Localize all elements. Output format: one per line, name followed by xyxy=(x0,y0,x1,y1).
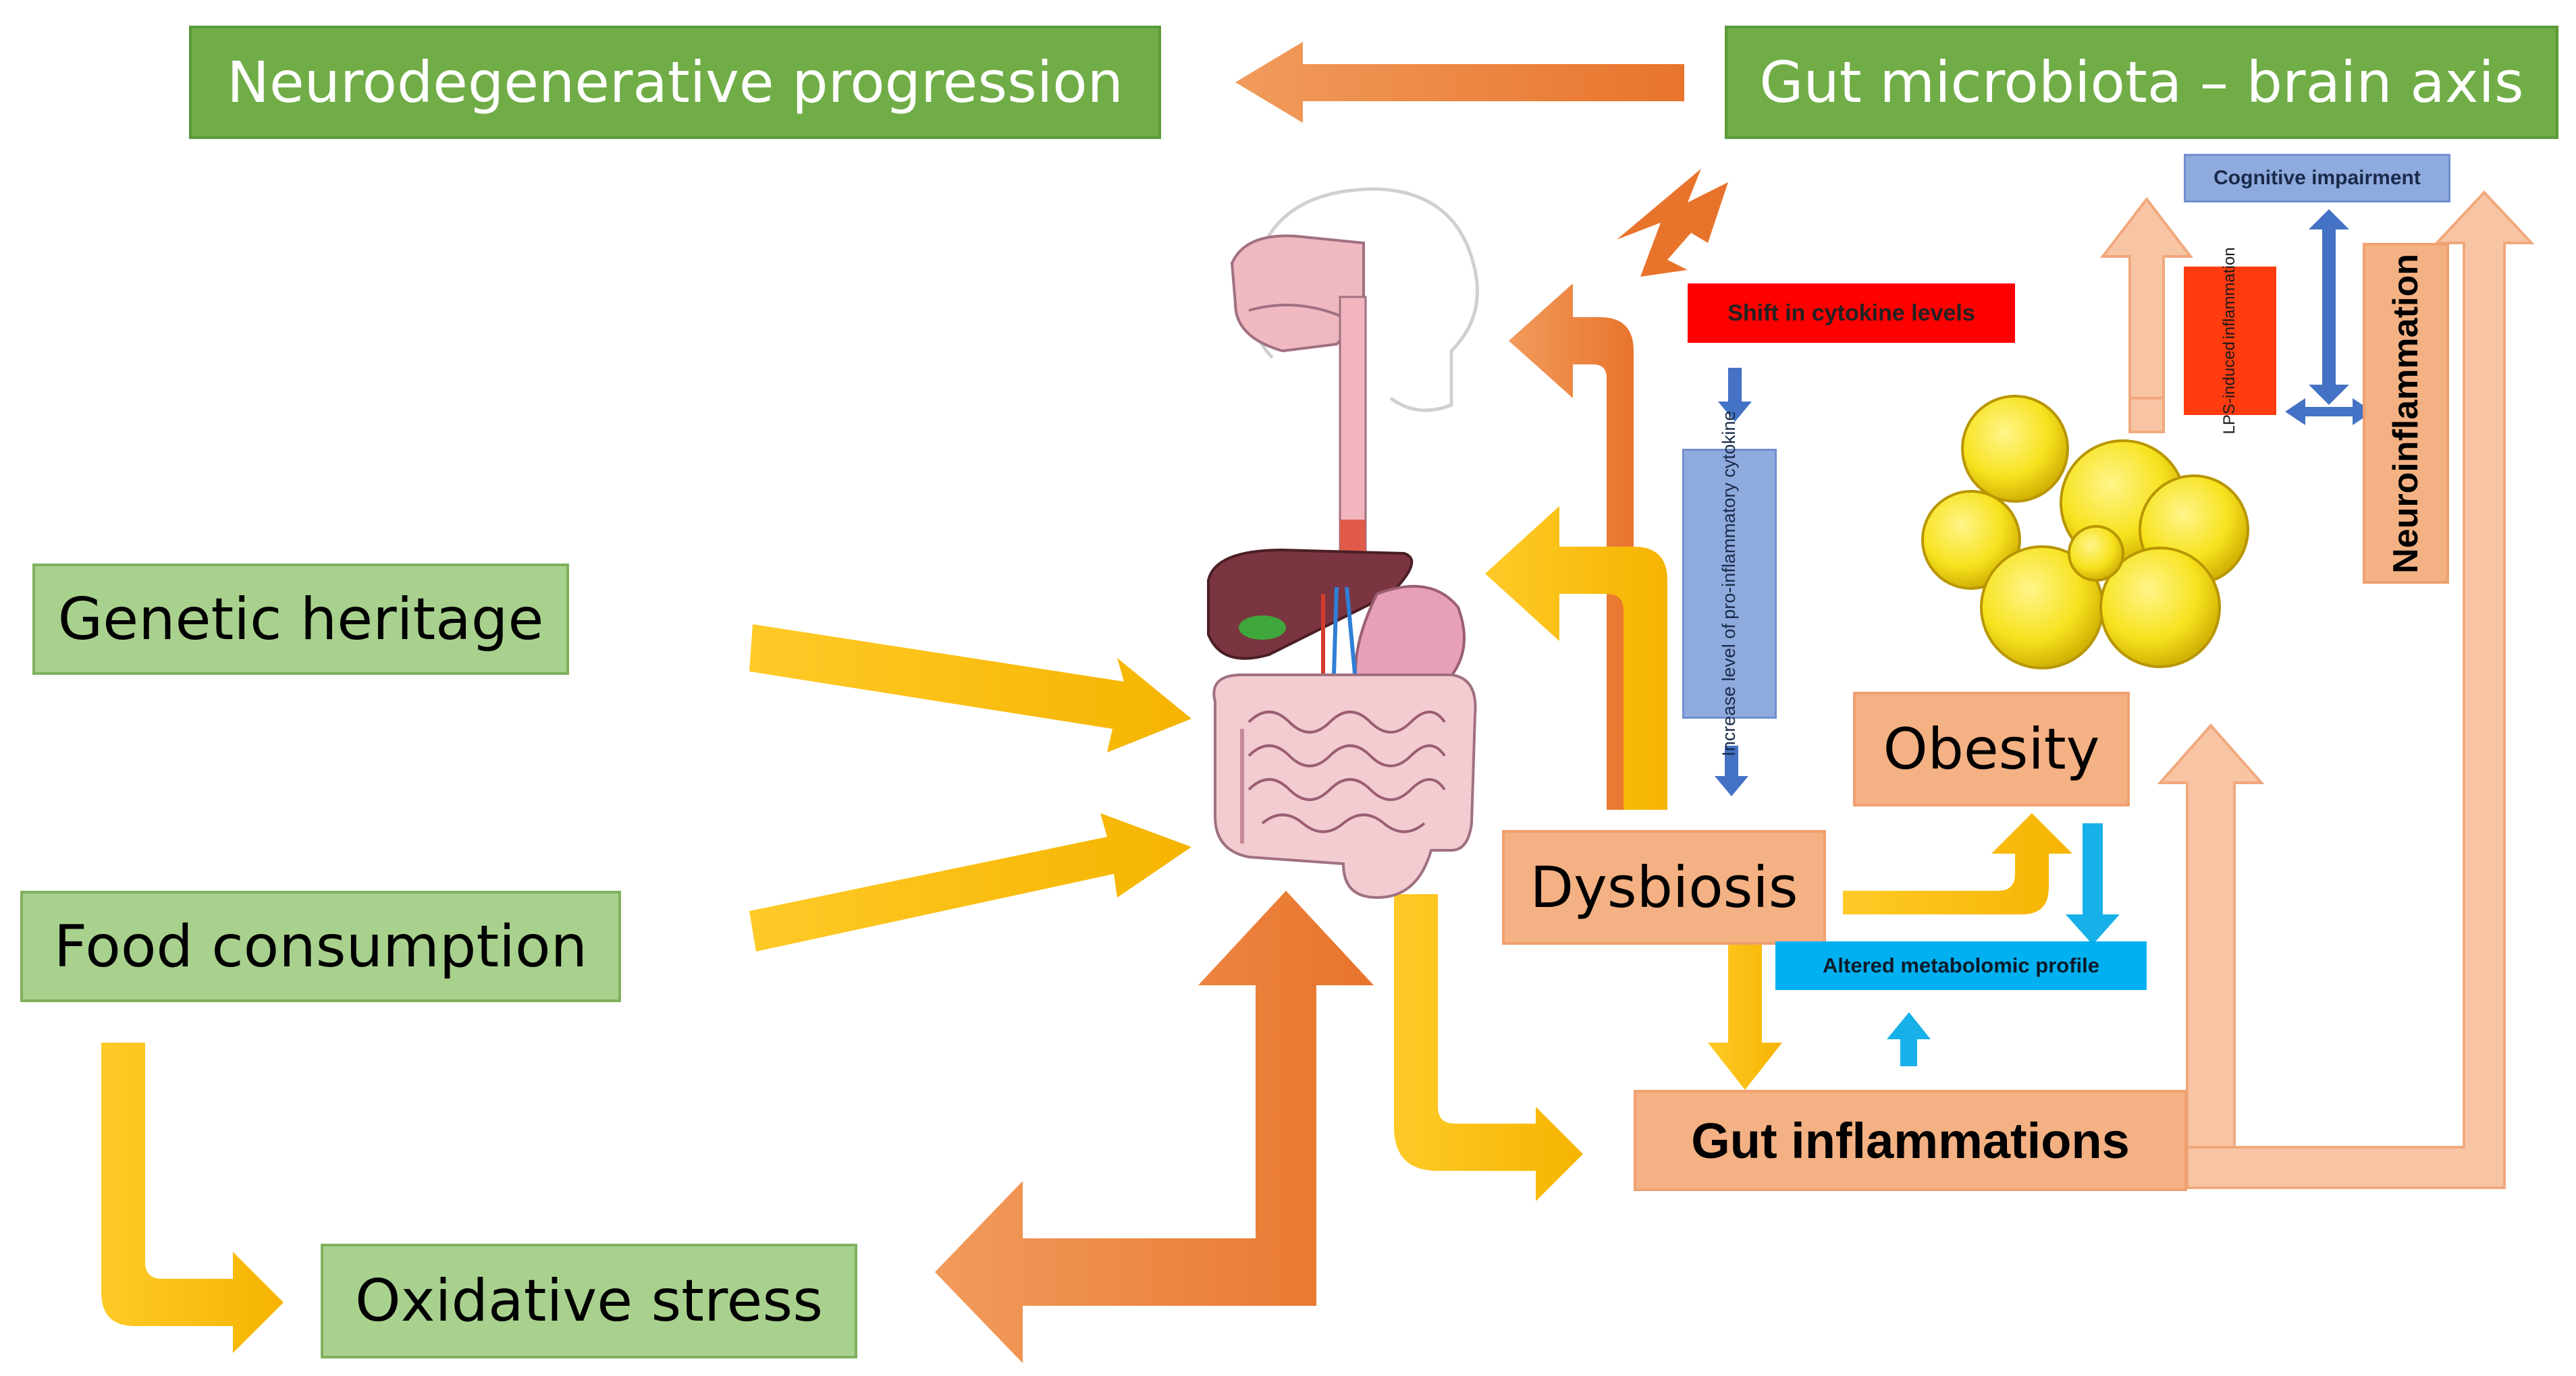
arrow-oxidative-to-gut xyxy=(935,891,1374,1363)
cytokine-arrows xyxy=(1715,368,1752,796)
lps-double-arrows xyxy=(2285,209,2373,425)
box-gut-microbiota-brain-axis: Gut microbiota – brain axis xyxy=(1725,26,2558,139)
arrow-head-to-axis xyxy=(1617,169,1728,277)
metabolomic-arrows xyxy=(1887,823,2120,1066)
increase-cytokine-line2: pro-inflammatory cytokine xyxy=(1719,411,1740,620)
box-genetic-heritage: Genetic heritage xyxy=(32,563,569,675)
box-food-consumption: Food consumption xyxy=(20,891,621,1002)
arrow-food-to-oxidative xyxy=(101,1043,284,1353)
lps-line1: LPS-induced xyxy=(2220,341,2239,435)
arrow-dysbiosis-to-inflammations xyxy=(1708,945,1782,1090)
label-altered-metabolomic-profile: Altered metabolomic profile xyxy=(1775,941,2147,990)
label-lps-induced-inflammation: LPS-induced inflammation xyxy=(2184,247,2276,435)
arrow-food-to-gut xyxy=(749,813,1191,952)
box-oxidative-stress: Oxidative stress xyxy=(321,1244,857,1358)
box-dysbiosis: Dysbiosis xyxy=(1502,830,1826,945)
arrow-dysbiosis-to-obesity xyxy=(1843,813,2072,914)
arrow-dysbiosis-to-gut xyxy=(1485,506,1667,810)
label-cognitive-impairment: Cognitive impairment xyxy=(2184,154,2450,202)
label-shift-cytokine-levels: Shift in cytokine levels xyxy=(1688,283,2015,343)
box-neurodegenerative-progression: Neurodegenerative progression xyxy=(189,26,1161,139)
lps-line2: inflammation xyxy=(2220,247,2239,339)
box-obesity: Obesity xyxy=(1853,692,2130,806)
neuroinflammation-label: Neuroinflammation xyxy=(2386,253,2425,574)
label-increase-cytokine: Increase level of pro-inflammatory cytok… xyxy=(1682,411,1777,756)
increase-cytokine-line1: Increase level of xyxy=(1719,624,1740,756)
arrow-axis-to-neurodegenerative xyxy=(1235,42,1684,123)
fat-cells-illustration xyxy=(1921,395,2249,669)
neuroinflammation-flow-arrows xyxy=(2099,190,2535,1189)
box-neuroinflammation: Neuroinflammation xyxy=(2363,243,2449,584)
arrow-gut-to-inflammations xyxy=(1394,894,1583,1201)
arrow-genetic-to-gut xyxy=(749,624,1191,752)
digestive-system-illustration xyxy=(1207,187,1479,900)
box-gut-inflammations: Gut inflammations xyxy=(1634,1090,2187,1191)
